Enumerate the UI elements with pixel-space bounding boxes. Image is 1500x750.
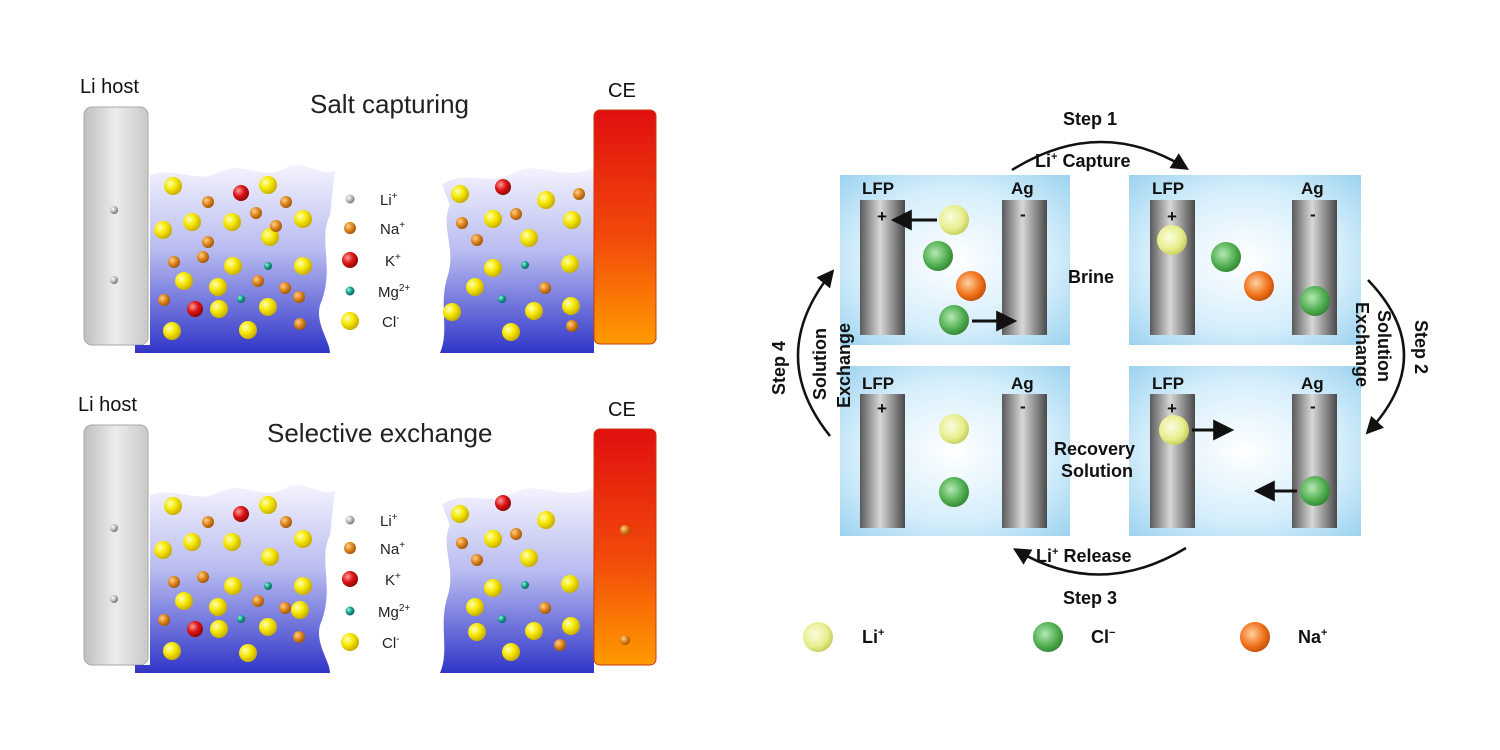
li-ion-icon <box>345 515 355 525</box>
step3-label: Step 3 <box>1063 588 1117 608</box>
mg-ion-icon <box>345 286 355 296</box>
ce-electrode <box>593 428 657 666</box>
step3-arrow <box>1012 546 1187 576</box>
plus-sign: + <box>877 399 887 418</box>
cl-ion <box>1300 286 1330 316</box>
li-host-electrode <box>83 424 149 666</box>
ion-legend: Li+ Na+ K+ Mg2+ Cl- <box>341 512 410 652</box>
lfp-label: LFP <box>1152 179 1184 198</box>
li-ion-in-host <box>110 276 118 284</box>
cl-ion-icon <box>1033 622 1063 652</box>
recovery-solution-label: Recovery Solution <box>1054 439 1140 481</box>
na-ion <box>956 271 986 301</box>
cl-ion-icon <box>341 633 359 651</box>
legend-li: Li+ <box>862 627 884 647</box>
legend-label-k: K+ <box>385 252 401 270</box>
solution-exchange-left: Solution Exchange <box>810 323 854 408</box>
solution-exchange-right: Solution Exchange <box>1352 302 1394 387</box>
ce-label: CE <box>608 399 636 421</box>
ag-label: Ag <box>1301 179 1324 198</box>
legend-label-cl: Cl- <box>382 313 400 331</box>
cl-ion <box>939 477 969 507</box>
step2-arrow <box>1365 279 1406 435</box>
na-ion-in-ce <box>620 525 630 535</box>
minus-sign: - <box>1020 397 1026 416</box>
cycle-legend: Li+ Cl− Na+ <box>803 622 1327 652</box>
panel-title: Salt capturing <box>310 89 469 119</box>
step2-label: Step 2 <box>1411 320 1431 374</box>
legend-label-mg: Mg2+ <box>378 603 410 621</box>
li-ion <box>1159 415 1189 445</box>
na-ion-in-ce <box>620 635 630 645</box>
lfp-label: LFP <box>862 179 894 198</box>
ag-electrode <box>1002 394 1047 528</box>
plus-sign: + <box>877 207 887 226</box>
minus-sign: - <box>1020 205 1026 224</box>
cl-ion-icon <box>341 312 359 330</box>
li-host-label: Li host <box>78 394 137 416</box>
li-ion <box>1157 225 1187 255</box>
ion-legend: Li+ Na+ K+ Mg2+ Cl- <box>341 191 410 331</box>
legend-label-na: Na+ <box>380 540 405 558</box>
minus-sign: - <box>1310 397 1316 416</box>
cl-ion <box>1211 242 1241 272</box>
cl-ion <box>1300 476 1330 506</box>
ag-label: Ag <box>1011 179 1034 198</box>
step1-label: Step 1 <box>1063 109 1117 129</box>
step4-label: Step 4 <box>769 341 789 395</box>
ce-label: CE <box>608 80 636 102</box>
legend-label-li: Li+ <box>380 512 398 530</box>
ag-label: Ag <box>1301 374 1324 393</box>
legend-label-na: Na+ <box>380 220 405 238</box>
k-ion-icon <box>342 252 358 268</box>
ag-label: Ag <box>1011 374 1034 393</box>
li-host-label: Li host <box>80 76 139 98</box>
li-ion-in-host <box>110 206 118 214</box>
plus-sign: + <box>1167 207 1177 226</box>
legend-cl: Cl− <box>1091 627 1115 647</box>
electrolyte-right <box>440 168 594 353</box>
lfp-label: LFP <box>1152 374 1184 393</box>
li-host-electrode <box>83 106 149 346</box>
step1-arrow <box>1011 140 1189 172</box>
li-release-label: Li+ Release <box>1036 546 1132 566</box>
na-ion-icon <box>344 542 356 554</box>
na-ion-icon <box>344 222 356 234</box>
step4-arrow <box>796 269 835 437</box>
legend-label-cl: Cl- <box>382 634 400 652</box>
k-ion-icon <box>342 571 358 587</box>
cl-ion <box>923 241 953 271</box>
legend-label-k: K+ <box>385 571 401 589</box>
na-ion-icon <box>1240 622 1270 652</box>
li-ion-icon <box>345 194 355 204</box>
minus-sign: - <box>1310 205 1316 224</box>
li-ion-icon <box>803 622 833 652</box>
mg-ion-icon <box>345 606 355 616</box>
plus-sign: + <box>1167 399 1177 418</box>
lfp-label: LFP <box>862 374 894 393</box>
legend-label-li: Li+ <box>380 191 398 209</box>
selective-exchange-panel: Li host Selective exchange CE <box>78 394 657 673</box>
cl-ion <box>939 305 969 335</box>
salt-capturing-panel: Li host Salt capturing CE <box>80 76 657 353</box>
li-ion-in-host <box>110 595 118 603</box>
lfp-electrode <box>860 394 905 528</box>
lfp-electrode <box>1150 200 1195 335</box>
li-ion-in-host <box>110 524 118 532</box>
li-capture-label: Li+ Capture <box>1035 151 1130 171</box>
ion-particles <box>154 176 585 341</box>
na-ion <box>1244 271 1274 301</box>
li-ion <box>939 414 969 444</box>
brine-label: Brine <box>1068 267 1114 287</box>
ce-electrode <box>593 109 657 345</box>
lithium-recovery-cycle: LFP Ag LFP Ag LFP Ag LFP Ag + - + - + - … <box>769 109 1431 652</box>
legend-na: Na+ <box>1298 627 1327 647</box>
panel-title: Selective exchange <box>267 418 492 448</box>
ion-particles <box>154 495 580 662</box>
legend-label-mg: Mg2+ <box>378 283 410 301</box>
li-ion <box>939 205 969 235</box>
